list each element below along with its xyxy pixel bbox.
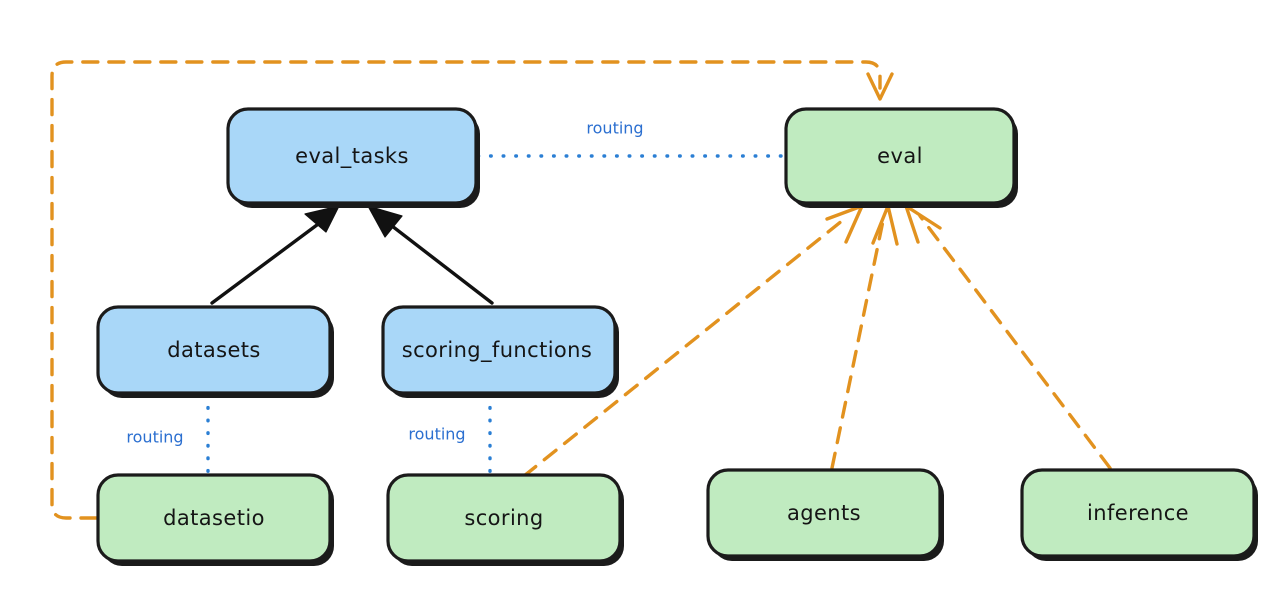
node-datasetio-label: datasetio (163, 506, 265, 530)
node-datasetio-body (96, 473, 332, 563)
node-inference-label: inference (1087, 501, 1189, 525)
edge-label-routing-scoring-functions: routing (408, 425, 465, 444)
arrowhead-datasets (304, 205, 340, 233)
arrowhead-agents (871, 204, 899, 246)
node-eval-tasks-label: eval_tasks (295, 144, 409, 169)
node-agents-label: agents (787, 501, 861, 525)
node-datasets[interactable]: datasets (96, 305, 334, 398)
edge-datasets-to-eval-tasks (210, 205, 340, 305)
node-datasets-body (96, 305, 332, 395)
node-datasets-label: datasets (167, 338, 261, 362)
node-eval-label: eval (877, 144, 923, 168)
node-scoring-functions-label: scoring_functions (402, 338, 592, 363)
edge-inference-to-eval (904, 204, 1112, 470)
edge-label-routing-datasets: routing (126, 428, 183, 447)
node-eval-body (784, 107, 1016, 205)
edge-agents-to-eval (830, 204, 899, 470)
node-eval[interactable]: eval (784, 107, 1018, 208)
node-inference[interactable]: inference (1020, 468, 1258, 561)
node-scoring-body (386, 473, 622, 563)
node-eval-tasks[interactable]: eval_tasks (226, 107, 480, 208)
node-scoring-label: scoring (464, 506, 543, 530)
node-inference-body (1020, 468, 1256, 558)
node-scoring-functions-body (381, 305, 617, 395)
node-scoring-functions[interactable]: scoring_functions (381, 305, 619, 398)
node-agents[interactable]: agents (706, 468, 944, 561)
edge-label-routing-top: routing (586, 119, 643, 138)
node-agents-body (706, 468, 942, 558)
arrowhead-scoring-functions (367, 205, 403, 238)
edge-scoring-functions-to-eval-tasks (367, 205, 494, 305)
arrowhead-eval-top (866, 72, 894, 101)
node-eval-tasks-body (226, 107, 478, 205)
edge-datasetio-to-eval (50, 60, 894, 520)
node-scoring[interactable]: scoring (386, 473, 624, 566)
arrowhead-scoring (825, 204, 864, 244)
node-datasetio[interactable]: datasetio (96, 473, 334, 566)
